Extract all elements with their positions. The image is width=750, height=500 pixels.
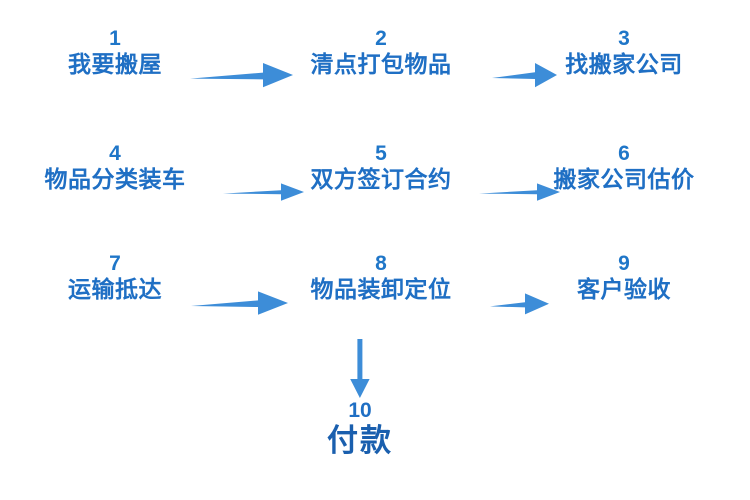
step-label-8: 物品装卸定位 (310, 276, 452, 303)
step-node-10[interactable]: 10 付款 (327, 399, 393, 461)
step-number-2: 2 (375, 27, 387, 50)
step-node-3[interactable]: 3 找搬家公司 (565, 27, 683, 79)
step-node-1[interactable]: 1 我要搬屋 (68, 27, 162, 79)
step-node-7[interactable]: 7 运输抵达 (68, 252, 162, 304)
bottom-spacer (0, 494, 750, 500)
arrow-8-to-10-icon (347, 338, 373, 400)
arrow-2-to-3-icon (491, 60, 559, 90)
step-node-9[interactable]: 9 客户验收 (577, 252, 671, 304)
step-label-2: 清点打包物品 (310, 51, 452, 78)
step-label-9: 客户验收 (577, 276, 671, 303)
step-number-6: 6 (618, 142, 630, 165)
step-label-3: 找搬家公司 (565, 51, 683, 78)
step-number-9: 9 (618, 252, 630, 275)
arrow-5-to-6-icon (478, 180, 562, 204)
step-number-1: 1 (109, 27, 121, 50)
step-node-8[interactable]: 8 物品装卸定位 (310, 252, 452, 304)
step-node-6[interactable]: 6 搬家公司估价 (553, 142, 695, 194)
step-label-4: 物品分类装车 (44, 166, 186, 193)
arrow-1-to-2-icon (189, 60, 295, 90)
step-label-10: 付款 (327, 423, 393, 459)
step-number-10: 10 (348, 399, 372, 422)
step-label-6: 搬家公司估价 (553, 166, 695, 193)
step-number-5: 5 (375, 142, 387, 165)
step-number-3: 3 (618, 27, 630, 50)
arrow-7-to-8-icon (190, 288, 290, 318)
step-label-5: 双方签订合约 (310, 166, 452, 193)
step-node-5[interactable]: 5 双方签订合约 (310, 142, 452, 194)
step-node-4[interactable]: 4 物品分类装车 (44, 142, 186, 194)
step-number-8: 8 (375, 252, 387, 275)
step-node-2[interactable]: 2 清点打包物品 (310, 27, 452, 79)
step-label-1: 我要搬屋 (68, 51, 162, 78)
arrow-4-to-5-icon (222, 180, 306, 204)
step-label-7: 运输抵达 (68, 276, 162, 303)
arrow-8-to-9-icon (489, 290, 551, 318)
step-number-4: 4 (109, 142, 121, 165)
step-number-7: 7 (109, 252, 121, 275)
